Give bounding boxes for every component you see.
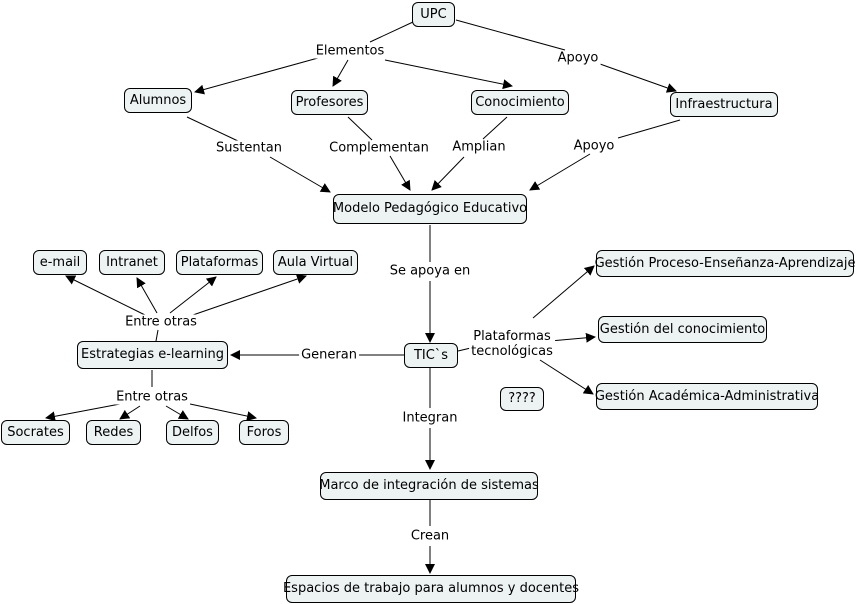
connector-alumnos-sustentan	[186, 116, 239, 142]
node-intranet[interactable]: Intranet	[99, 250, 165, 275]
connector-upc-apoyo	[455, 19, 566, 51]
node-espacios-trabajo[interactable]: Espacios de trabajo para alumnos y docen…	[283, 575, 579, 603]
node-infraestructura[interactable]: Infraestructura	[670, 92, 778, 117]
node-profesores[interactable]: Profesores	[291, 90, 368, 115]
connector-entreotras-delfos	[165, 405, 189, 420]
link-sustentan: Sustentan	[214, 140, 284, 156]
node-aula-virtual[interactable]: Aula Virtual	[273, 250, 358, 275]
connector-entreotras-aulavirtual	[189, 274, 307, 317]
node-gestion-conocimiento[interactable]: Gestión del conocimiento	[598, 316, 767, 343]
node-plataformas[interactable]: Plataformas	[176, 250, 263, 275]
node-conocimiento[interactable]: Conocimiento	[471, 90, 569, 115]
connector-conocimiento-amplian	[482, 116, 508, 140]
node-foros[interactable]: Foros	[239, 420, 289, 445]
node-unknown[interactable]: ????	[500, 387, 544, 411]
link-apoyo-bottom: Apoyo	[571, 138, 617, 154]
link-plataformas-tecnologicas-line2: tecnológicas	[471, 344, 553, 359]
node-alumnos[interactable]: Alumnos	[124, 88, 192, 113]
node-marco-integracion[interactable]: Marco de integración de sistemas	[319, 472, 539, 500]
node-socrates[interactable]: Socrates	[1, 420, 70, 445]
node-redes[interactable]: Redes	[86, 420, 141, 445]
connector-apoyo-modelo	[529, 153, 591, 191]
connector-entreotras-foros	[189, 403, 257, 422]
link-entre-otras-top: Entre otras	[123, 314, 199, 330]
node-estrategias-elearning[interactable]: Estrategias e-learning	[77, 341, 228, 369]
link-entre-otras-bottom: Entre otras	[114, 389, 190, 405]
connector-entreotras-intranet	[136, 277, 158, 314]
link-plataformas-tecnologicas-line1: Plataformas	[473, 329, 551, 344]
connector-infraestructura-apoyo	[617, 119, 681, 139]
link-apoyo-top: Apoyo	[555, 50, 601, 66]
connector-entreotras-plataformas	[169, 276, 217, 314]
link-complementan: Complementan	[327, 140, 431, 156]
connector-plattec-gestion-conocimiento	[549, 332, 596, 343]
link-elementos: Elementos	[313, 43, 387, 59]
connector-entreotras-socrates	[45, 403, 121, 422]
connector-elementos-profesores	[332, 59, 349, 87]
node-gestion-pea[interactable]: Gestión Proceso-Enseñanza-Aprendizaje	[595, 250, 855, 277]
connector-sustentan-modelo	[269, 156, 331, 193]
connector-entreotras-redes	[119, 405, 141, 420]
node-delfos[interactable]: Delfos	[166, 420, 219, 445]
connector-plattec-gestion-academica	[539, 359, 594, 395]
connector-estrategias-entreotras-top	[155, 329, 159, 342]
connector-upc-elementos	[369, 21, 414, 43]
connector-entreotras-email	[65, 275, 146, 316]
link-crean: Crean	[408, 528, 452, 544]
link-generan: Generan	[299, 347, 359, 363]
link-se-apoya-en: Se apoya en	[387, 263, 473, 279]
node-tics[interactable]: TIC`s	[404, 343, 458, 368]
link-integran: Integran	[400, 410, 460, 426]
link-amplian: Amplian	[450, 139, 508, 155]
connector-complementan-modelo	[389, 155, 411, 191]
node-email[interactable]: e-mail	[33, 250, 87, 275]
node-gestion-academica[interactable]: Gestión Académica-Administrativa	[595, 383, 819, 410]
node-modelo-pedagogico[interactable]: Modelo Pedagógico Educativo	[333, 194, 527, 224]
connector-elementos-conocimiento	[384, 59, 513, 90]
connector-elementos-alumnos	[194, 57, 319, 95]
connector-plattec-gestion-pea	[532, 265, 595, 319]
connector-profesores-complementan	[347, 116, 373, 141]
link-plataformas-tecnologicas: Plataformas tecnológicas	[469, 329, 555, 359]
connector-apoyo-infraestructura	[599, 63, 677, 93]
node-upc[interactable]: UPC	[412, 2, 455, 27]
connector-amplian-modelo	[431, 156, 465, 191]
